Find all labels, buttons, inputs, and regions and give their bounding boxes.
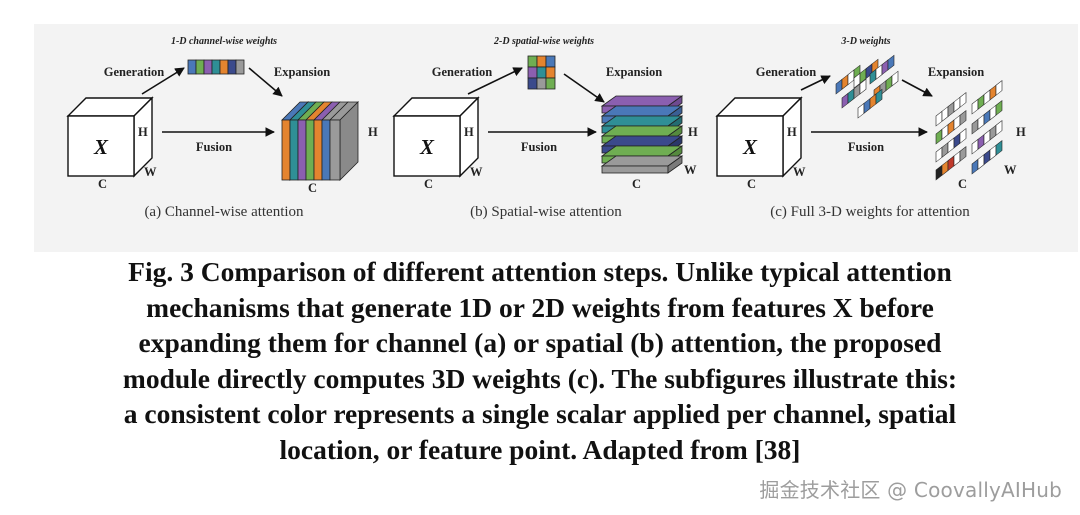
panel-c-weight-tensor <box>835 54 899 119</box>
panel-a-out-dim-c: C <box>308 181 317 195</box>
panel-a-dim-w: W <box>144 165 157 179</box>
panel-c-input-cube <box>715 96 803 178</box>
panel-b-caption: (b) Spatial-wise attention <box>470 204 622 220</box>
caption-line: Fig. 3 Comparison of different attention… <box>128 256 952 287</box>
panel-a-generation-label: Generation <box>104 65 164 79</box>
caption-line: expanding them for channel (a) or spatia… <box>138 327 942 358</box>
panel-a-out-dim-h: H <box>368 125 378 139</box>
caption-line: location, or feature point. Adapted from… <box>279 433 801 465</box>
panel-b-generation-label: Generation <box>432 65 492 79</box>
panel-c-dim-w: W <box>793 165 806 179</box>
panel-b-top-label: 2-D spatial-wise weights <box>493 36 594 47</box>
caption-line: a consistent color represents a single s… <box>123 398 957 429</box>
panel-a-caption: (a) Channel-wise attention <box>144 204 304 220</box>
watermark: 掘金技术社区 @ CoovallyAIHub <box>759 478 1062 502</box>
attention-figure: 1-D channel-wise weights Generation Expa… <box>34 24 1078 252</box>
panel-c-fusion-label: Fusion <box>848 140 884 154</box>
panel-b-dim-h: H <box>464 125 474 139</box>
panel-a-expansion-label: Expansion <box>274 65 330 79</box>
panel-c-cube-symbol: X <box>742 135 758 159</box>
panel-c-dim-h: H <box>787 125 797 139</box>
panel-b-dim-w: W <box>470 165 483 179</box>
caption-line: mechanisms that generate 1D or 2D weight… <box>146 291 934 323</box>
panel-c-out-dim-h: H <box>1016 125 1026 139</box>
panel-a-dim-h: H <box>138 125 148 139</box>
panel-a-input-cube <box>66 96 154 178</box>
panel-c-top-label: 3-D weights <box>840 36 890 47</box>
panel-a-output-channels <box>281 101 359 181</box>
panel-b-out-dim-w: W <box>684 163 697 177</box>
figure-canvas: 1-D channel-wise weights Generation Expa… <box>66 36 1026 220</box>
panel-c-out-dim-c: C <box>958 177 967 191</box>
panel-b-input-cube <box>392 96 480 178</box>
panel-b-weight-map <box>527 55 556 90</box>
panel-c-expansion-label: Expansion <box>928 65 984 79</box>
caption-line: module directly computes 3D weights (c).… <box>122 362 958 394</box>
panel-c-caption: (c) Full 3-D weights for attention <box>770 204 970 220</box>
panel-c-out-dim-w: W <box>1004 163 1017 177</box>
panel-b-cube-symbol: X <box>419 135 435 159</box>
panel-c-output-strips <box>935 80 1003 181</box>
panel-b-out-dim-h: H <box>688 125 698 139</box>
panel-a-fusion-label: Fusion <box>196 140 232 154</box>
panel-c: 3-D weights Generation Expansion Fusion … <box>715 36 1026 220</box>
panel-b-dim-c: C <box>424 177 433 191</box>
panel-b-out-dim-c: C <box>632 177 641 191</box>
panel-c-generation-label: Generation <box>756 65 816 79</box>
panel-b: 2-D spatial-wise weights Generation Expa… <box>392 36 698 220</box>
panel-a-cube-symbol: X <box>93 135 109 159</box>
panel-a: 1-D channel-wise weights Generation Expa… <box>66 36 378 220</box>
panel-b-output-slabs <box>600 95 684 174</box>
panel-c-dim-c: C <box>747 177 756 191</box>
panel-b-fusion-label: Fusion <box>521 140 557 154</box>
panel-a-weight-vector <box>187 59 245 75</box>
panel-a-dim-c: C <box>98 177 107 191</box>
figure-caption: Fig. 3 Comparison of different attention… <box>24 254 1056 467</box>
panel-b-expansion-label: Expansion <box>606 65 662 79</box>
panel-a-top-label: 1-D channel-wise weights <box>171 36 277 47</box>
